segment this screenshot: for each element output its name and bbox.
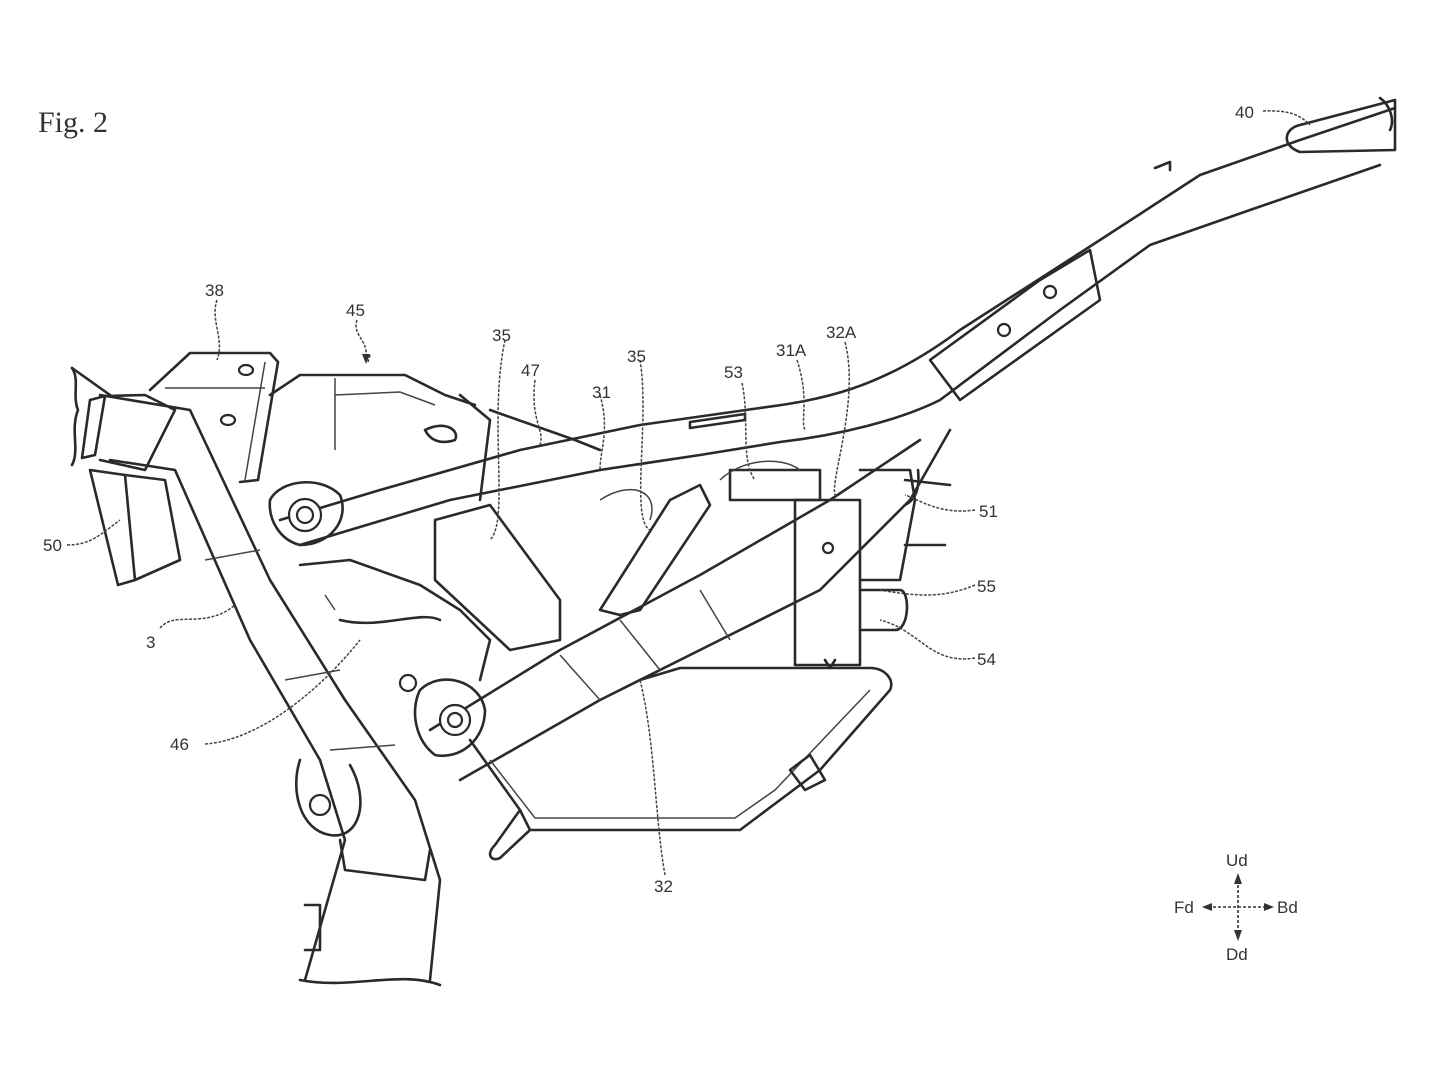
direction-down-label: Dd (1226, 945, 1248, 964)
label-31A: 31A (776, 341, 807, 360)
tank-assembly-45 (268, 373, 602, 502)
label-35-right: 35 (627, 347, 646, 366)
label-40: 40 (1235, 103, 1254, 122)
label-54: 54 (977, 650, 996, 669)
label-46: 46 (170, 735, 189, 754)
label-47: 47 (521, 361, 540, 380)
part-53 (719, 460, 822, 502)
label-38: 38 (205, 281, 224, 300)
label-53: 53 (724, 363, 743, 382)
direction-front-label: Fd (1174, 898, 1194, 917)
label-32: 32 (654, 877, 673, 896)
label-32A: 32A (826, 323, 857, 342)
rear-brackets (793, 468, 952, 670)
arrow-45 (362, 354, 370, 364)
label-3: 3 (146, 633, 155, 652)
seat-rail-32 (428, 248, 1102, 782)
front-down-tube (98, 393, 442, 987)
pivot-bosses (268, 481, 487, 758)
label-55: 55 (977, 577, 996, 596)
main-rail-31 (278, 96, 1397, 547)
reference-labels: 38 45 35 47 31 35 53 31A 32A 40 51 55 54… (43, 103, 1254, 896)
under-tray (468, 666, 893, 861)
direction-indicator: Ud Dd Fd Bd (1174, 851, 1298, 964)
figure-title: Fig. 2 (38, 106, 109, 139)
head-pipe (70, 366, 182, 587)
label-31: 31 (592, 383, 611, 402)
engine-mount-46 (298, 558, 492, 682)
label-45: 45 (346, 301, 365, 320)
arrow-down-icon (1234, 930, 1242, 941)
label-35-left: 35 (492, 326, 511, 345)
direction-up-label: Ud (1226, 851, 1248, 870)
arrow-right-icon (1264, 903, 1274, 911)
direction-back-label: Bd (1277, 898, 1298, 917)
arrow-up-icon (1234, 873, 1242, 884)
bracket-38 (148, 351, 280, 484)
arrow-left-icon (1202, 903, 1212, 911)
label-51: 51 (979, 502, 998, 521)
leader-lines (66, 110, 1311, 876)
label-50: 50 (43, 536, 62, 555)
